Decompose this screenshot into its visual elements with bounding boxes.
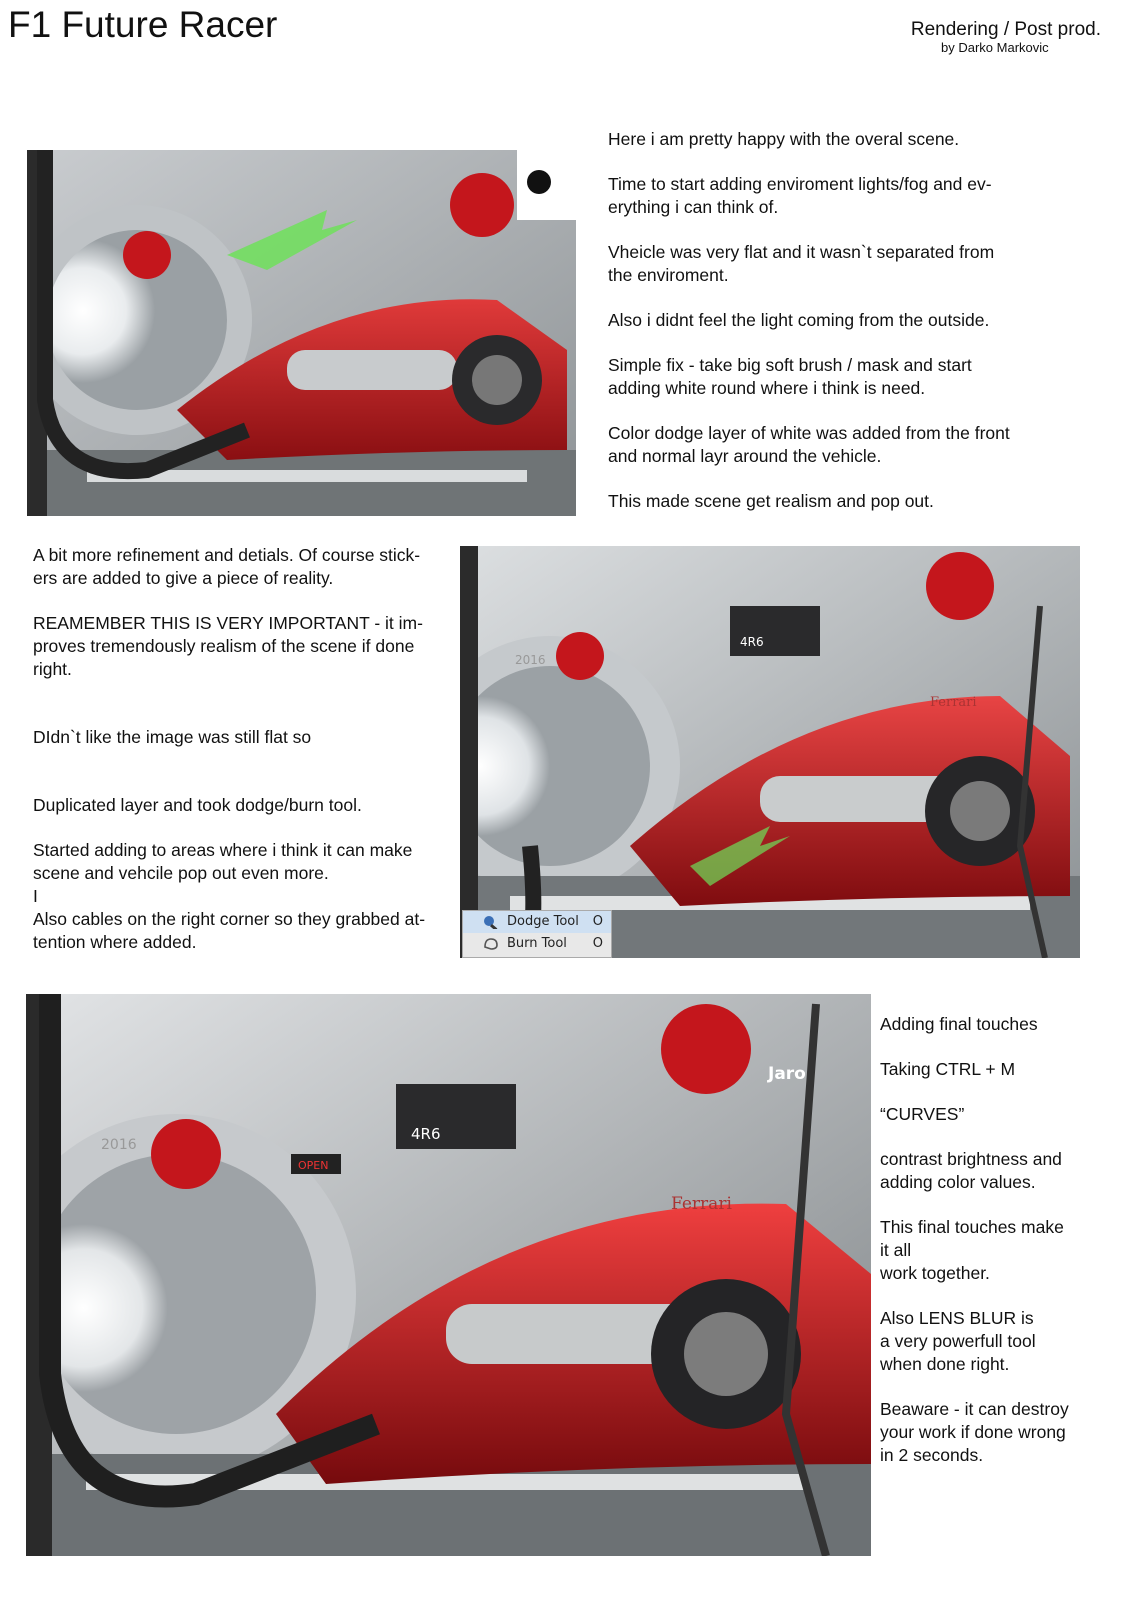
step-1-paragraph: Time to start adding enviroment lights/f… — [608, 174, 992, 217]
decal-year: 2016 — [101, 1137, 137, 1153]
step-1-paragraph: Here i am pretty happy with the overal s… — [608, 129, 960, 149]
step-3-paragraph: Taking CTRL + M — [880, 1059, 1016, 1079]
decal-open-sign: OPEN — [298, 1159, 328, 1172]
step-3-notes: Adding final touches Taking CTRL + M “CU… — [880, 1013, 1120, 1489]
step-2-paragraph: A bit more refinement and detials. Of co… — [33, 545, 421, 588]
render-step-1-image — [27, 150, 576, 516]
decal-ferrari: Ferrari — [671, 1194, 732, 1214]
step-2-paragraph: Started adding to areas where i think it… — [33, 840, 426, 952]
step-1-notes: Here i am pretty happy with the overal s… — [608, 128, 1078, 535]
decal-4r6: 4R6 — [740, 635, 764, 649]
decal-ferrari: Ferrari — [930, 695, 977, 710]
step-2-paragraph: Duplicated layer and took dodge/burn too… — [33, 795, 362, 815]
step-3-paragraph: This final touches make it all work toge… — [880, 1217, 1064, 1283]
page-subtitle: Rendering / Post prod. — [910, 19, 1101, 40]
step-1-paragraph: Simple fix - take big soft brush / mask … — [608, 355, 972, 398]
dodge-tool-menu-item[interactable]: Dodge Tool O — [463, 911, 611, 933]
step-1-paragraph: Vheicle was very flat and it wasn`t sepa… — [608, 242, 995, 285]
author-credit: by Darko Markovic — [941, 40, 1049, 55]
burn-tool-menu-item[interactable]: Burn Tool O — [463, 933, 611, 955]
step-3-paragraph: Adding final touches — [880, 1014, 1038, 1034]
page-title: F1 Future Racer — [8, 4, 278, 45]
decal-4r6: 4R6 — [411, 1125, 441, 1143]
step-3-paragraph: Beaware - it can destroy your work if do… — [880, 1399, 1069, 1465]
burn-tool-label: Burn Tool — [507, 936, 567, 951]
step-3-paragraph: contrast brightness and adding color val… — [880, 1149, 1062, 1192]
dodge-icon — [483, 915, 499, 931]
step-1-paragraph: Color dodge layer of white was added fro… — [608, 423, 1010, 466]
step-2-notes: A bit more refinement and detials. Of co… — [33, 544, 458, 976]
step-1-paragraph: This made scene get realism and pop out. — [608, 491, 934, 511]
step-2-paragraph: DIdn`t like the image was still flat so — [33, 727, 312, 747]
step-3-paragraph: “CURVES” — [880, 1104, 965, 1124]
burn-icon — [483, 937, 499, 951]
render-step-3-image: 4R6 2016 Ferrari OPEN Jaro — [26, 994, 871, 1556]
render-step-2-image: 4R6 2016 Ferrari — [460, 546, 1080, 958]
dodge-tool-label: Dodge Tool — [507, 914, 579, 929]
decal-year: 2016 — [515, 653, 546, 667]
burn-tool-shortcut: O — [592, 936, 603, 951]
step-3-paragraph: Also LENS BLUR is a very powerfull tool … — [880, 1308, 1036, 1374]
decal-helmet: Jaro — [767, 1064, 806, 1084]
step-2-paragraph: REAMEMBER THIS IS VERY IMPORTANT - it im… — [33, 613, 423, 679]
step-1-paragraph: Also i didnt feel the light coming from … — [608, 310, 990, 330]
dodge-burn-tool-panel: Dodge Tool O Burn Tool O — [462, 910, 612, 958]
dodge-tool-shortcut: O — [592, 914, 603, 929]
